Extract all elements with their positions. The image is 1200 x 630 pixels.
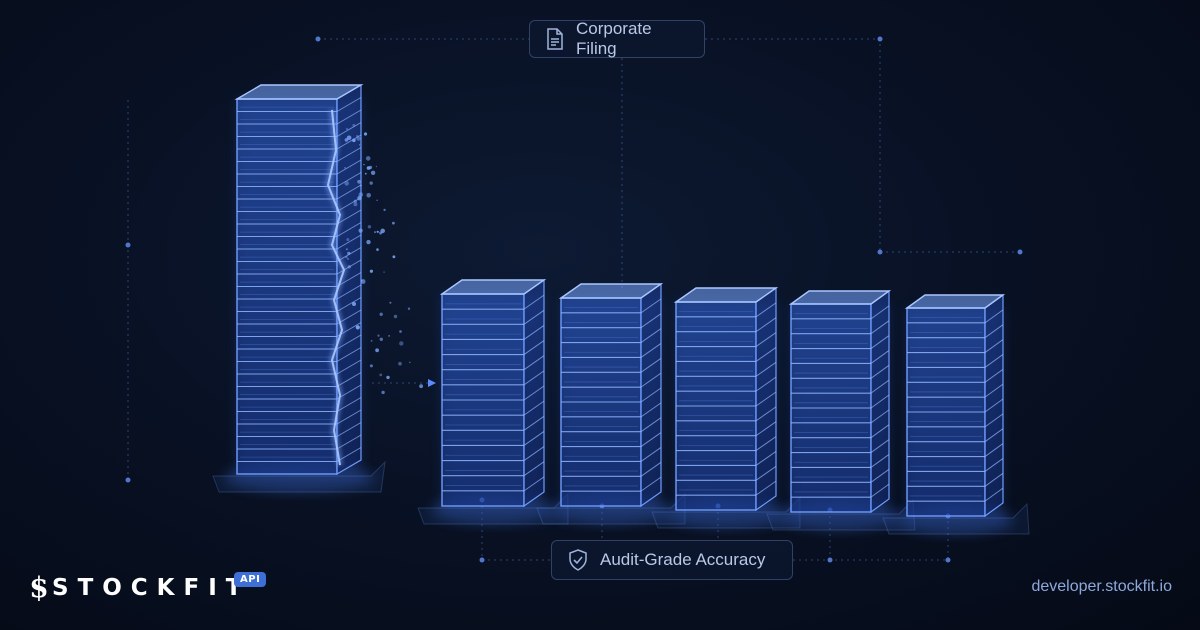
debris-particle xyxy=(369,364,373,368)
corporate-filing-text: Corporate Filing xyxy=(576,19,652,58)
corporate-filing-label: Corporate Filing xyxy=(529,19,705,58)
debris-particle xyxy=(346,135,352,141)
debris-particle xyxy=(358,192,364,197)
debris-particle xyxy=(370,170,376,175)
debris-particle xyxy=(399,341,404,346)
arrow-head xyxy=(428,379,436,387)
debris-particle xyxy=(375,348,379,353)
debris-particle xyxy=(363,132,368,136)
debris-particle xyxy=(419,384,423,389)
debris-particle xyxy=(383,271,385,273)
debris-particle xyxy=(392,221,395,225)
debris-particle xyxy=(345,255,348,259)
developer-url[interactable]: developer.stockfit.io xyxy=(1031,578,1172,595)
debris-particle xyxy=(352,302,356,306)
debris-particle xyxy=(353,202,358,207)
debris-particle xyxy=(366,239,371,245)
stockfit-logo: $ STOCKFIT API xyxy=(28,568,267,608)
debris-particle xyxy=(381,390,385,395)
debris-particle xyxy=(386,375,390,380)
debris-particles xyxy=(344,123,423,395)
debris-particle xyxy=(346,238,350,242)
debris-particle xyxy=(352,138,356,143)
brand-name: STOCKFIT xyxy=(52,575,251,601)
debris-particle xyxy=(353,199,357,203)
debris-particle xyxy=(379,373,383,377)
debris-particle xyxy=(376,230,379,233)
stack-4 xyxy=(766,289,916,531)
debris-particle xyxy=(383,208,386,212)
debris-particle xyxy=(377,334,380,337)
debris-particle xyxy=(399,330,402,333)
debris-particle xyxy=(367,166,369,168)
debris-particle xyxy=(360,279,366,284)
debris-particle xyxy=(344,167,346,169)
debris-particle xyxy=(358,228,363,233)
api-badge: API xyxy=(234,572,267,587)
stack-tall xyxy=(212,83,386,493)
debris-particle xyxy=(389,301,392,304)
stacks-group xyxy=(212,83,1030,535)
stack-1 xyxy=(417,278,569,525)
debris-particle xyxy=(359,144,361,146)
debris-particle xyxy=(379,312,383,316)
shield-check-icon xyxy=(569,549,587,571)
debris-particle xyxy=(407,307,411,310)
stack-5 xyxy=(882,293,1030,535)
stockfit-dollar-icon: $ xyxy=(29,572,48,604)
debris-particle xyxy=(369,269,373,273)
debris-particle xyxy=(370,339,373,342)
debris-particle xyxy=(379,231,383,235)
svg-text:$: $ xyxy=(29,572,48,604)
stack-3 xyxy=(651,286,801,529)
stack-2 xyxy=(536,282,686,525)
debris-particle xyxy=(363,164,365,166)
debris-particle xyxy=(393,314,398,319)
debris-particle xyxy=(398,361,402,366)
debris-particle xyxy=(364,172,367,175)
debris-particle xyxy=(369,181,373,185)
debris-particle xyxy=(409,361,411,364)
debris-particle xyxy=(345,127,349,131)
debris-particle xyxy=(359,184,362,187)
debris-particle xyxy=(361,279,363,282)
debris-particle xyxy=(352,123,356,127)
debris-particle xyxy=(355,325,360,330)
debris-particle xyxy=(375,165,378,168)
debris-particle xyxy=(379,337,383,341)
debris-particle xyxy=(357,195,362,201)
debris-particle xyxy=(347,251,351,255)
debris-particle xyxy=(344,181,350,186)
debris-particle xyxy=(366,193,372,198)
debris-particle xyxy=(365,156,371,161)
debris-particle xyxy=(367,225,372,229)
debris-particle xyxy=(376,248,379,251)
debris-particle xyxy=(374,231,376,234)
debris-particle xyxy=(347,265,351,269)
debris-particle xyxy=(347,258,349,260)
debris-particle xyxy=(376,199,378,201)
debris-particle xyxy=(356,136,361,141)
debris-particle xyxy=(392,255,396,259)
audit-grade-accuracy-text: Audit-Grade Accuracy xyxy=(600,550,766,569)
audit-grade-accuracy-label: Audit-Grade Accuracy xyxy=(551,540,793,580)
debris-particle xyxy=(388,335,390,337)
debris-particle xyxy=(357,179,361,184)
debris-particle xyxy=(356,134,359,138)
document-icon xyxy=(547,28,563,50)
debris-particle xyxy=(346,248,348,251)
